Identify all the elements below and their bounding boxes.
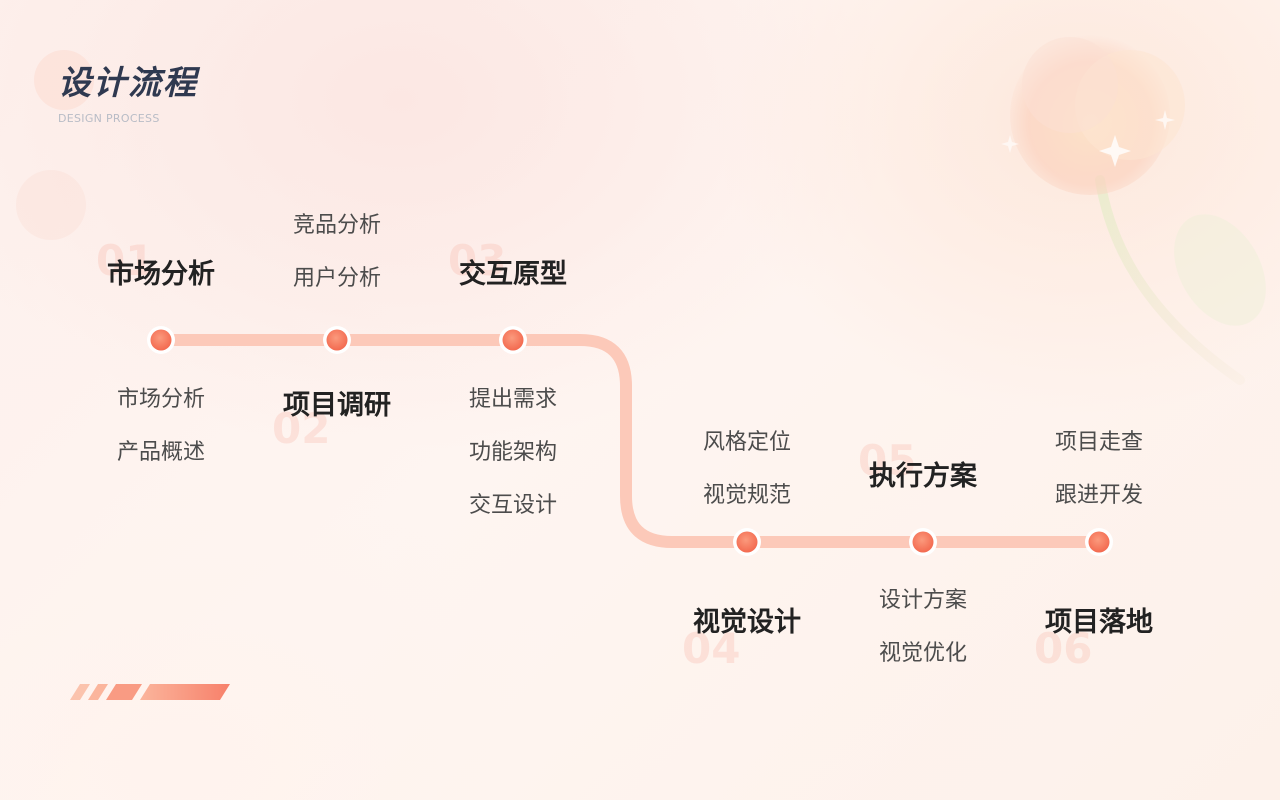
step-item: 功能架构 [468, 440, 557, 465]
timeline-node-04 [736, 531, 758, 553]
step-item: 用户分析 [292, 266, 381, 291]
step-item: 提出需求 [468, 387, 557, 412]
step-item: 设计方案 [878, 588, 967, 613]
decorative-stripes [70, 684, 230, 700]
step-item: 风格定位 [702, 430, 791, 455]
step-title-project-research: 项目调研 [283, 390, 391, 421]
step-title-market-analysis: 市场分析 [107, 259, 215, 290]
step-title-project-landing: 项目落地 [1045, 607, 1153, 638]
decorative-circle-large [34, 50, 94, 110]
step-item: 交互设计 [468, 493, 557, 518]
step-title-execution-plan: 执行方案 [869, 461, 977, 492]
header: 设计流程 DESIGN PROCESS [58, 60, 198, 125]
step-number: 05 [858, 436, 917, 485]
step-item: 市场分析 [116, 387, 205, 412]
step-number: 04 [682, 624, 741, 673]
page-title: 设计流程 [58, 63, 198, 102]
timeline-node-06 [1088, 531, 1110, 553]
timeline-node-03 [502, 329, 524, 351]
step-item: 视觉规范 [702, 483, 791, 508]
timeline-node-05 [912, 531, 934, 553]
timeline-node-02 [326, 329, 348, 351]
page-subtitle: DESIGN PROCESS [58, 112, 160, 125]
step-item: 项目走查 [1054, 430, 1143, 455]
step-item: 竞品分析 [292, 213, 381, 238]
timeline-node-01 [150, 329, 172, 351]
step-title-visual-design: 视觉设计 [693, 607, 801, 638]
step-item: 产品概述 [116, 440, 205, 465]
step-number: 02 [272, 404, 331, 453]
decorative-circle-small [16, 170, 86, 240]
flower-illustration [1001, 35, 1266, 385]
step-number: 01 [96, 236, 155, 285]
step-item: 跟进开发 [1054, 483, 1143, 508]
step-number: 03 [448, 236, 507, 285]
step-number: 06 [1034, 624, 1093, 673]
step-item: 视觉优化 [878, 641, 967, 666]
step-title-interaction-prototype: 交互原型 [459, 259, 567, 290]
